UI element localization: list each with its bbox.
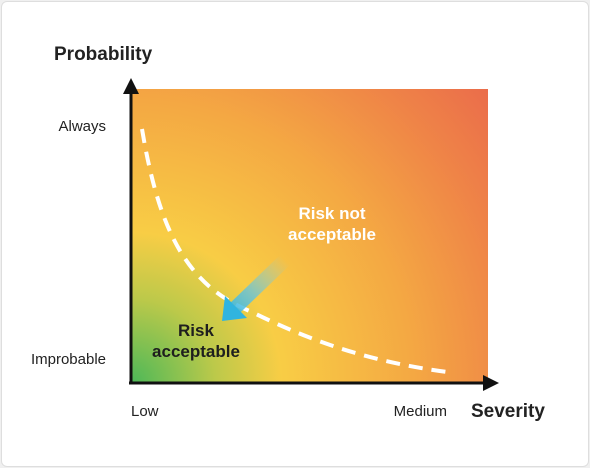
x-axis	[129, 375, 499, 391]
y-label-always: Always	[58, 118, 106, 135]
risk-not-acceptable-line1: Risk not	[298, 204, 365, 223]
y-axis-arrow-icon	[123, 78, 139, 94]
x-label-low: Low	[131, 403, 159, 420]
y-axis-title: Probability	[54, 44, 153, 65]
x-axis-title: Severity	[471, 401, 545, 422]
x-label-medium: Medium	[394, 403, 447, 420]
direction-arrow-icon	[222, 254, 290, 321]
y-axis	[123, 78, 139, 383]
x-axis-arrow-icon	[483, 375, 499, 391]
risk-not-acceptable-line2: acceptable	[288, 225, 376, 244]
risk-acceptable-line2: acceptable	[152, 342, 240, 361]
risk-acceptable-line1: Risk	[178, 321, 214, 340]
risk-gradient-area	[131, 89, 488, 383]
y-label-improbable: Improbable	[31, 351, 106, 368]
